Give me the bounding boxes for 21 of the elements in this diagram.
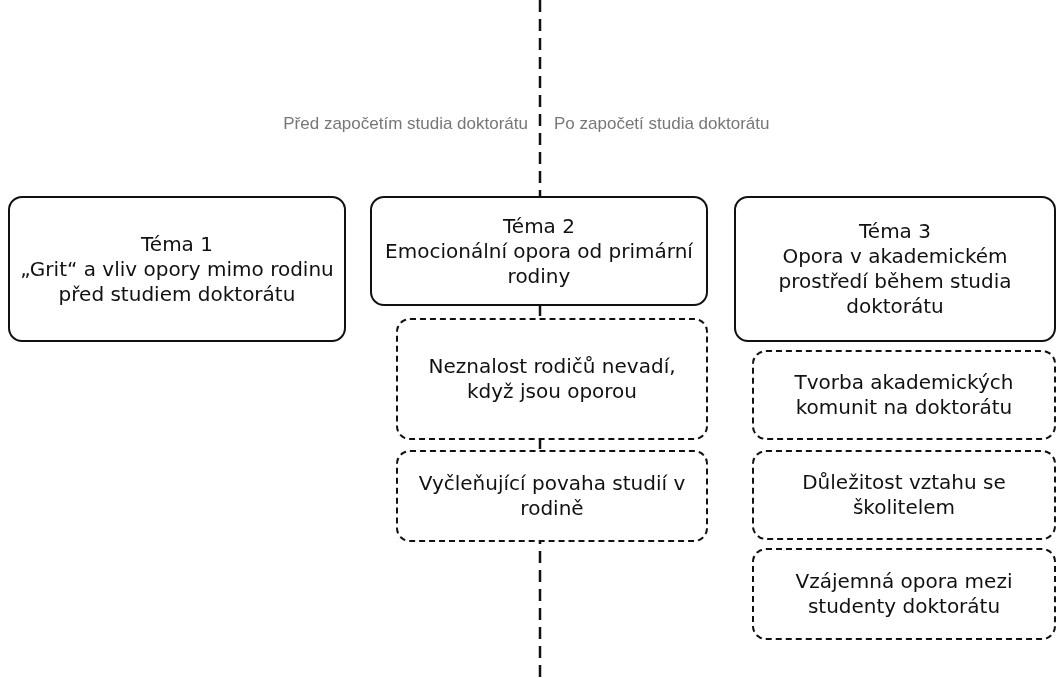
subtheme-text: Důležitost vztahu se školitelem <box>801 470 1007 520</box>
subtheme-box <box>396 318 708 440</box>
subtheme-text: Vzájemná opora mezi studenty doktorátu <box>794 569 1014 619</box>
period-label: Po započetí studia doktorátu <box>554 114 770 134</box>
theme-number: Téma 3 <box>859 219 931 244</box>
subtheme-box <box>396 450 708 542</box>
subtheme-text: Vyčleňující povaha studií v rodině <box>417 471 687 521</box>
subtheme-box <box>752 450 1056 540</box>
theme-number: Téma 2 <box>503 213 575 239</box>
subtheme-text: Tvorba akademických komunit na doktorátu <box>793 370 1015 420</box>
theme-box <box>370 196 708 306</box>
subtheme-box <box>752 548 1056 640</box>
theme-description: Opora v akademickém prostředí během studia doktorátu <box>777 244 1013 319</box>
period-label: Před započetím studia doktorátu <box>283 114 528 134</box>
theme-number: Téma 1 <box>141 231 213 257</box>
theme-description: Emocionální opora od primární rodiny <box>384 238 694 289</box>
theme-box <box>734 196 1056 342</box>
theme-box <box>8 196 346 342</box>
subtheme-box <box>752 350 1056 440</box>
subtheme-text: Neznalost rodičů nevadí, když jsou oporou <box>427 354 677 404</box>
theme-description: „Grit“ a vliv opory mimo rodinu před studiem doktorátu <box>20 256 334 307</box>
